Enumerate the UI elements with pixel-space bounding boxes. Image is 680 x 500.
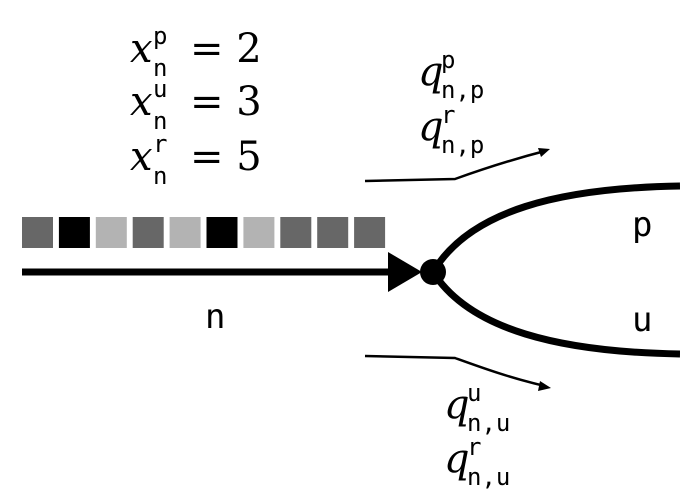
queue-vehicle-u: [169, 217, 201, 248]
arrowhead-icon: [538, 148, 550, 157]
flow-arrow-bottom: [364, 354, 546, 388]
var: x: [130, 134, 153, 180]
queue-vehicle-r: [22, 217, 53, 248]
sub: n,u: [467, 409, 510, 437]
sup: r: [467, 433, 481, 461]
var: q: [418, 49, 444, 95]
quantity-x-p: x p n = 2: [130, 22, 262, 82]
var: q: [444, 436, 470, 482]
var: x: [130, 79, 153, 125]
sub: n: [153, 162, 167, 190]
arrowhead-icon: [388, 252, 422, 292]
queue-vehicle-r: [132, 217, 164, 248]
sub: n,u: [467, 463, 510, 491]
queue-vehicle-u: [95, 217, 127, 248]
node-junction: [420, 259, 446, 285]
sup: r: [153, 130, 167, 158]
sup: r: [441, 101, 455, 129]
sub: n,p: [441, 76, 484, 104]
eq: = 2: [190, 26, 262, 72]
var: x: [130, 26, 153, 72]
flow-q-nu-r: q r n,u: [444, 433, 510, 491]
queue-vehicle-p: [206, 217, 238, 248]
flow-arrow-top: [364, 149, 546, 183]
sup: p: [153, 22, 167, 50]
flow-q-np-p: q p n,p: [418, 46, 484, 104]
sup: u: [467, 379, 481, 407]
sup: u: [153, 75, 167, 103]
queue-vehicle-r: [354, 217, 386, 248]
link-label-u: u: [632, 300, 652, 340]
flow-q-np-r: q r n,p: [418, 101, 484, 159]
vehicle-queue: [22, 217, 386, 248]
branch-p: [429, 182, 680, 274]
eq: = 5: [190, 134, 262, 180]
eq: = 3: [190, 79, 262, 125]
sup: p: [441, 46, 455, 74]
queue-vehicle-r: [280, 217, 312, 248]
quantity-x-r: x r n = 5: [130, 130, 262, 190]
queue-vehicle-u: [243, 217, 275, 248]
var: q: [444, 382, 470, 428]
sub: n,p: [441, 131, 484, 159]
link-label-n: n: [205, 297, 225, 337]
branch-u: [430, 270, 680, 358]
var: q: [418, 104, 444, 150]
link-label-p: p: [632, 205, 652, 245]
sub: n: [153, 107, 167, 135]
quantity-x-u: x u n = 3: [130, 75, 262, 135]
sub: n: [153, 54, 167, 82]
flow-q-nu-u: q u n,u: [444, 379, 510, 437]
arrowhead-icon: [538, 381, 551, 391]
queue-vehicle-r: [317, 217, 349, 248]
queue-vehicle-p: [58, 217, 90, 248]
